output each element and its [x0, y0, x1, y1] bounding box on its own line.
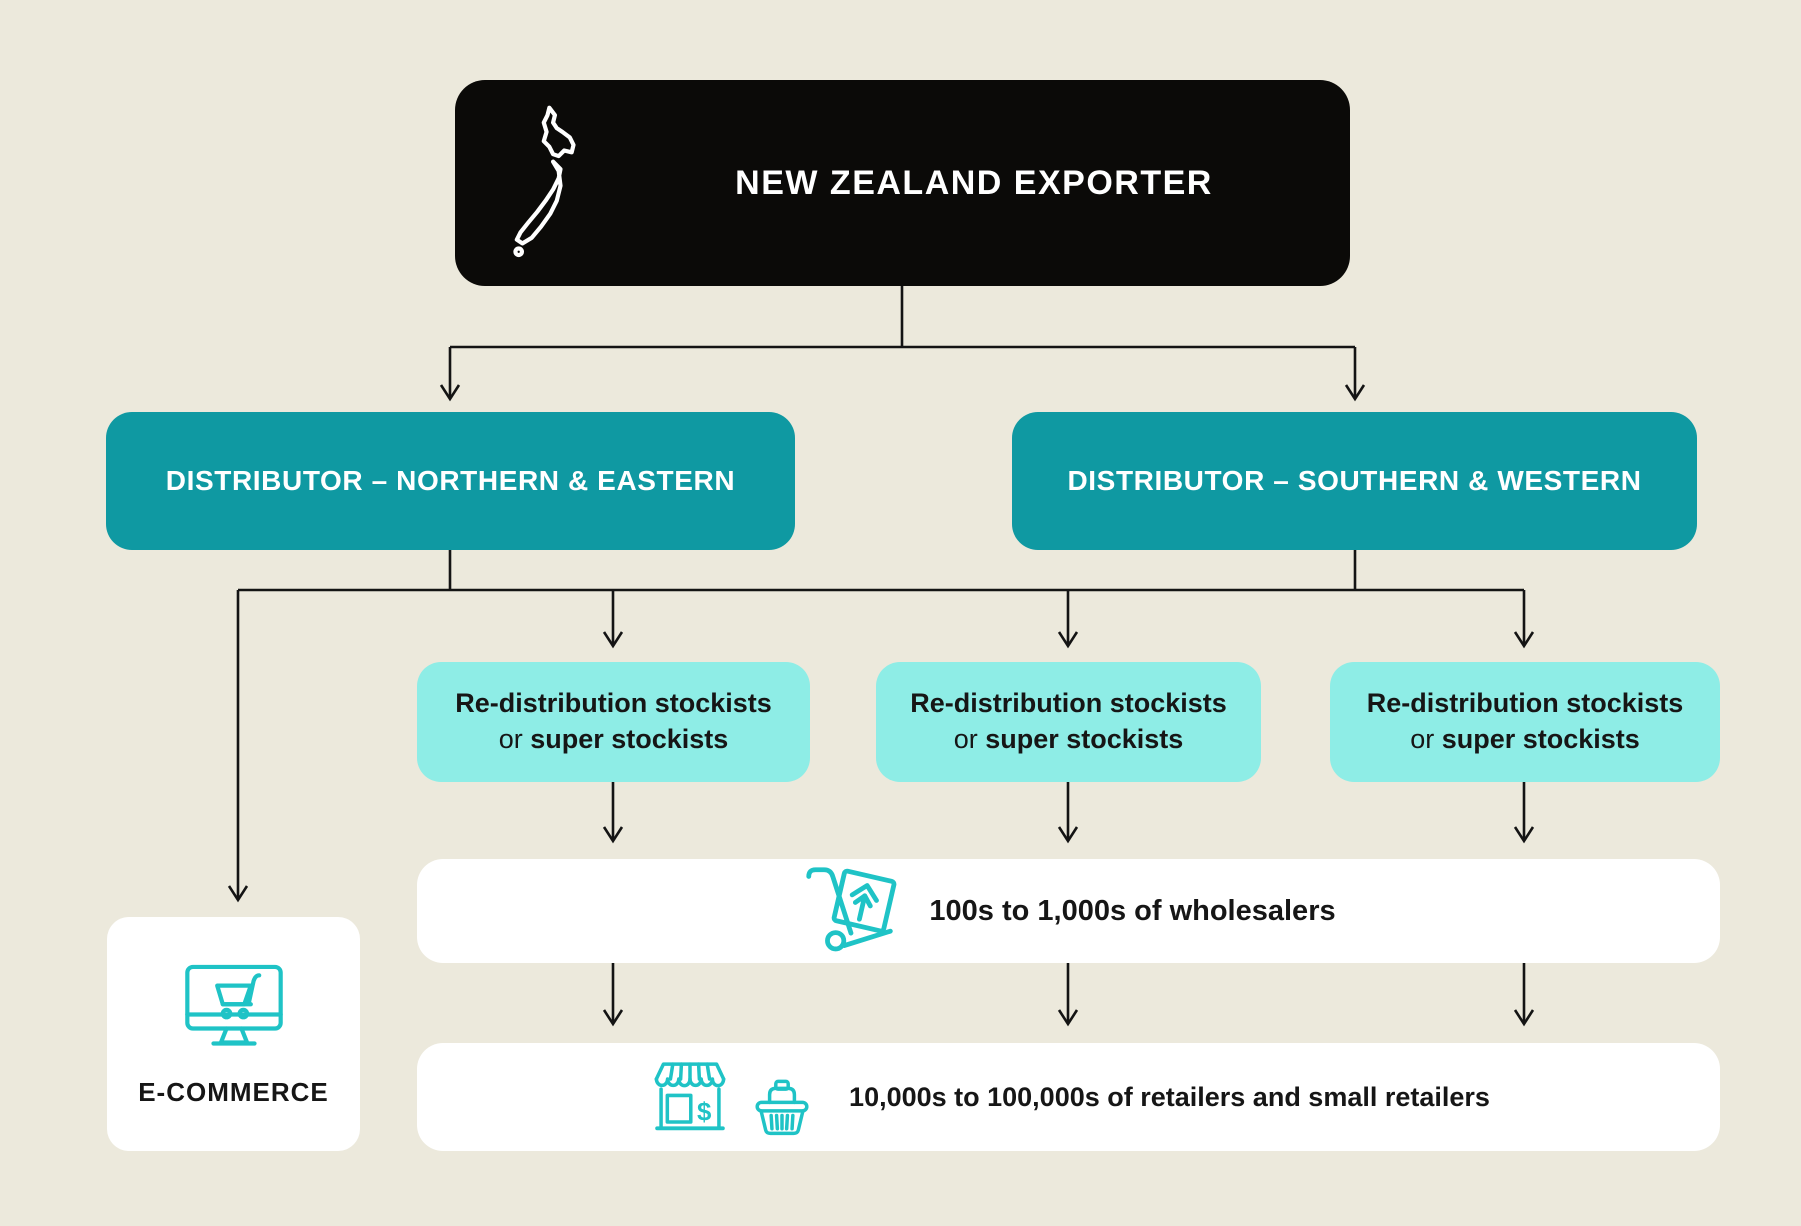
stockist-node-3: Re-distribution stockists or super stock…	[1330, 662, 1720, 782]
stockist-line2: or super stockists	[953, 724, 1184, 754]
hand-truck-icon	[806, 867, 897, 952]
retailers-node: $ 10,000s to 100,000s of retailers and s…	[417, 1043, 1720, 1151]
distributor-southern-western-node: DISTRIBUTOR – SOUTHERN & WESTERN	[1012, 412, 1697, 550]
distributor-northern-eastern-node: DISTRIBUTOR – NORTHERN & EASTERN	[106, 412, 795, 550]
ecommerce-node: E-COMMERCE	[107, 917, 360, 1151]
retail-icons: $	[647, 1055, 813, 1139]
monitor-cart-icon	[184, 964, 283, 1046]
exporter-node: NEW ZEALAND EXPORTER	[455, 80, 1350, 286]
distributor-northern-eastern-label: DISTRIBUTOR – NORTHERN & EASTERN	[165, 465, 736, 496]
shopping-basket-icon	[755, 1079, 809, 1136]
stockist-line2: or super stockists	[498, 724, 729, 754]
stockist-node-2: Re-distribution stockists or super stock…	[876, 662, 1261, 782]
retailers-label: 10,000s to 100,000s of retailers and sma…	[849, 1081, 1490, 1112]
exporter-title: NEW ZEALAND EXPORTER	[735, 163, 1213, 202]
stockist-line1: Re-distribution stockists	[910, 688, 1227, 719]
storefront-icon: $	[654, 1062, 726, 1131]
stockist-node-1: Re-distribution stockists or super stock…	[417, 662, 810, 782]
stockist-line1: Re-distribution stockists	[1366, 688, 1684, 719]
new-zealand-map-icon	[513, 105, 576, 258]
dollar-glyph: $	[697, 1098, 711, 1126]
wholesalers-node: 100s to 1,000s of wholesalers	[417, 859, 1720, 963]
stockist-line2: or super stockists	[1410, 724, 1640, 754]
ecommerce-label: E-COMMERCE	[138, 1076, 329, 1107]
distributor-southern-western-label: DISTRIBUTOR – SOUTHERN & WESTERN	[1067, 465, 1642, 496]
stockist-line1: Re-distribution stockists	[455, 688, 772, 719]
wholesalers-label: 100s to 1,000s of wholesalers	[929, 894, 1336, 927]
